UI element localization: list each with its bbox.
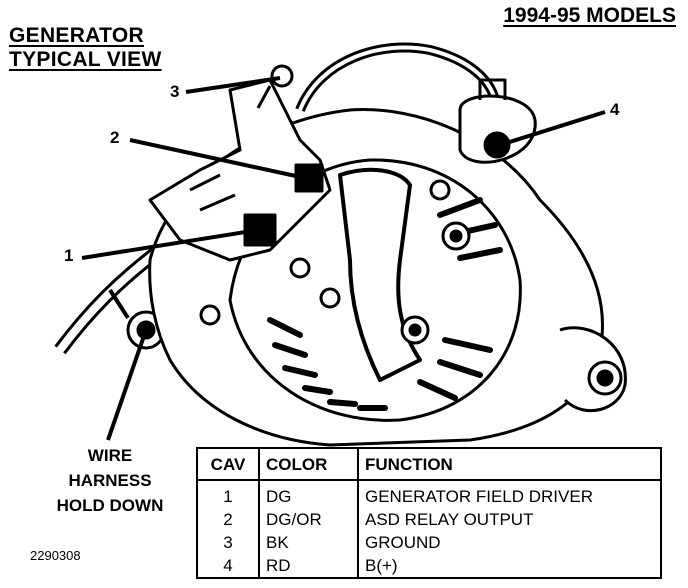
models-label: 1994-95 MODELS [503, 4, 676, 27]
leader-line-harness [106, 329, 148, 441]
cell-color: RD [258, 554, 359, 579]
cell-cav: 4 [196, 554, 260, 579]
title-line-1: GENERATOR [9, 24, 144, 47]
cell-cav: 1 [196, 480, 260, 508]
table-row: 1 DG GENERATOR FIELD DRIVER [196, 480, 662, 508]
cell-cav: 2 [196, 508, 260, 531]
leader-line-2 [129, 138, 306, 180]
cell-cav: 3 [196, 531, 260, 554]
table-row: 3 BK GROUND [196, 531, 662, 554]
harness-line-1: WIRE [87, 446, 133, 465]
table-row: 4 RD B(+) [196, 554, 662, 579]
figure-id: 2290308 [30, 548, 81, 563]
housing-bolts [199, 179, 471, 345]
harness-line-3: HOLD DOWN [56, 496, 164, 515]
wire-harness-label: WIRE HARNESS HOLD DOWN [30, 443, 190, 518]
harness-line-2: HARNESS [68, 471, 152, 490]
diagram-title: GENERATOR TYPICAL VIEW [9, 24, 162, 72]
b-plus-terminal [295, 42, 537, 164]
callout-4: 4 [610, 100, 620, 119]
cell-function: B(+) [357, 554, 662, 579]
header-color: COLOR [258, 447, 359, 481]
cell-function: GENERATOR FIELD DRIVER [357, 480, 662, 508]
mounting-ear [559, 326, 627, 413]
table-header-row: CAV COLOR FUNCTION [196, 447, 662, 481]
callout-3: 3 [170, 82, 180, 101]
leader-line-3 [185, 76, 281, 94]
header-function: FUNCTION [357, 447, 662, 481]
cell-color: DG [258, 480, 359, 508]
table-row: 2 DG/OR ASD RELAY OUTPUT [196, 508, 662, 531]
cell-color: BK [258, 531, 359, 554]
title-line-2: TYPICAL VIEW [9, 48, 162, 71]
callout-1: 1 [64, 246, 74, 265]
cell-function: GROUND [357, 531, 662, 554]
cavity-table: CAV COLOR FUNCTION 1 DG GENERATOR FIELD … [196, 447, 662, 579]
cell-function: ASD RELAY OUTPUT [357, 508, 662, 531]
leader-line-4 [499, 110, 606, 147]
callout-2: 2 [110, 128, 120, 147]
ground-terminal [256, 64, 294, 109]
leader-line-1 [81, 228, 259, 260]
vent-slots [267, 197, 503, 411]
header-cav: CAV [196, 447, 260, 481]
field-connector [148, 78, 332, 262]
cell-color: DG/OR [258, 508, 359, 531]
